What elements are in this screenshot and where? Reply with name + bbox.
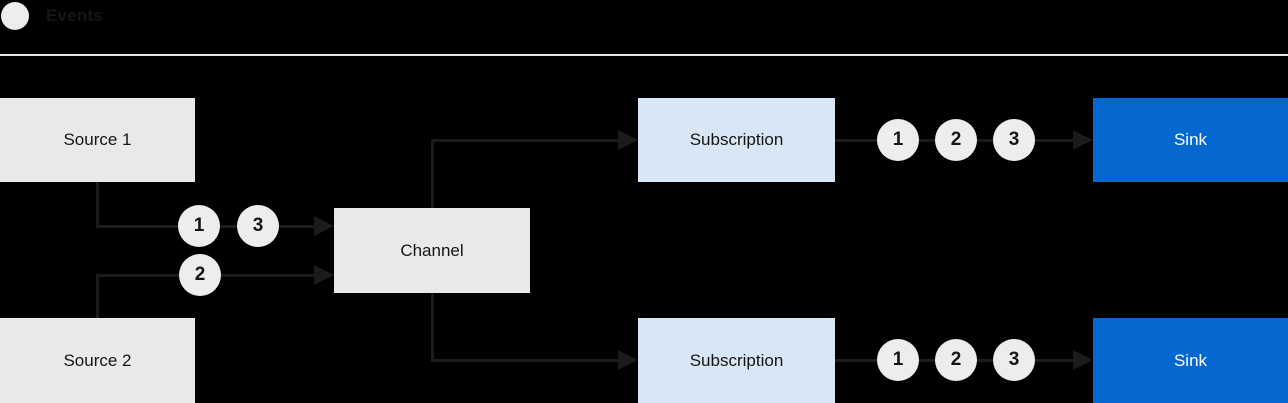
event-badge: 3 (237, 205, 279, 247)
node-source-1-label: Source 1 (63, 130, 132, 149)
connector-channel-to-subscription-top (431, 139, 621, 142)
connector-channel-to-subscription-bottom (431, 359, 621, 362)
node-source-2: Source 2 (0, 318, 195, 403)
arrowhead-icon (314, 265, 334, 285)
node-channel-label: Channel (400, 240, 464, 260)
node-sink-top: Sink (1093, 98, 1288, 182)
connector-source2-up (96, 274, 99, 318)
node-source-2-label: Source 2 (63, 350, 132, 370)
node-subscription-bottom: Subscription (638, 318, 835, 403)
node-sink-bottom-label: Sink (1173, 350, 1208, 370)
node-subscription-top: Subscription (638, 98, 835, 182)
event-badge: 3 (993, 119, 1035, 161)
event-badge: 2 (935, 339, 977, 381)
arrowhead-icon (1073, 130, 1093, 150)
connector-source1-down (96, 182, 99, 227)
legend-label: Events (46, 6, 103, 25)
event-badge: 2 (935, 119, 977, 161)
legend: Events (1, 2, 103, 30)
event-badge: 2 (179, 254, 221, 296)
node-sink-bottom: Sink (1093, 318, 1288, 403)
arrowhead-icon (314, 216, 334, 236)
event-badge: 1 (877, 339, 919, 381)
event-badge: 1 (877, 119, 919, 161)
event-badge: 1 (178, 205, 220, 247)
node-channel: Channel (334, 208, 530, 293)
arrowhead-icon (1073, 350, 1093, 370)
connector-channel-down (431, 293, 434, 360)
node-subscription-bottom-label: Subscription (689, 350, 784, 370)
node-sink-top-label: Sink (1173, 130, 1208, 149)
node-source-1: Source 1 (0, 98, 195, 182)
separator-line (0, 54, 1288, 56)
node-subscription-top-label: Subscription (689, 130, 784, 149)
arrowhead-icon (618, 350, 638, 370)
event-badge: 3 (993, 339, 1035, 381)
arrowhead-icon (618, 130, 638, 150)
event-circle-icon (1, 2, 29, 30)
connector-channel-up (431, 140, 434, 208)
